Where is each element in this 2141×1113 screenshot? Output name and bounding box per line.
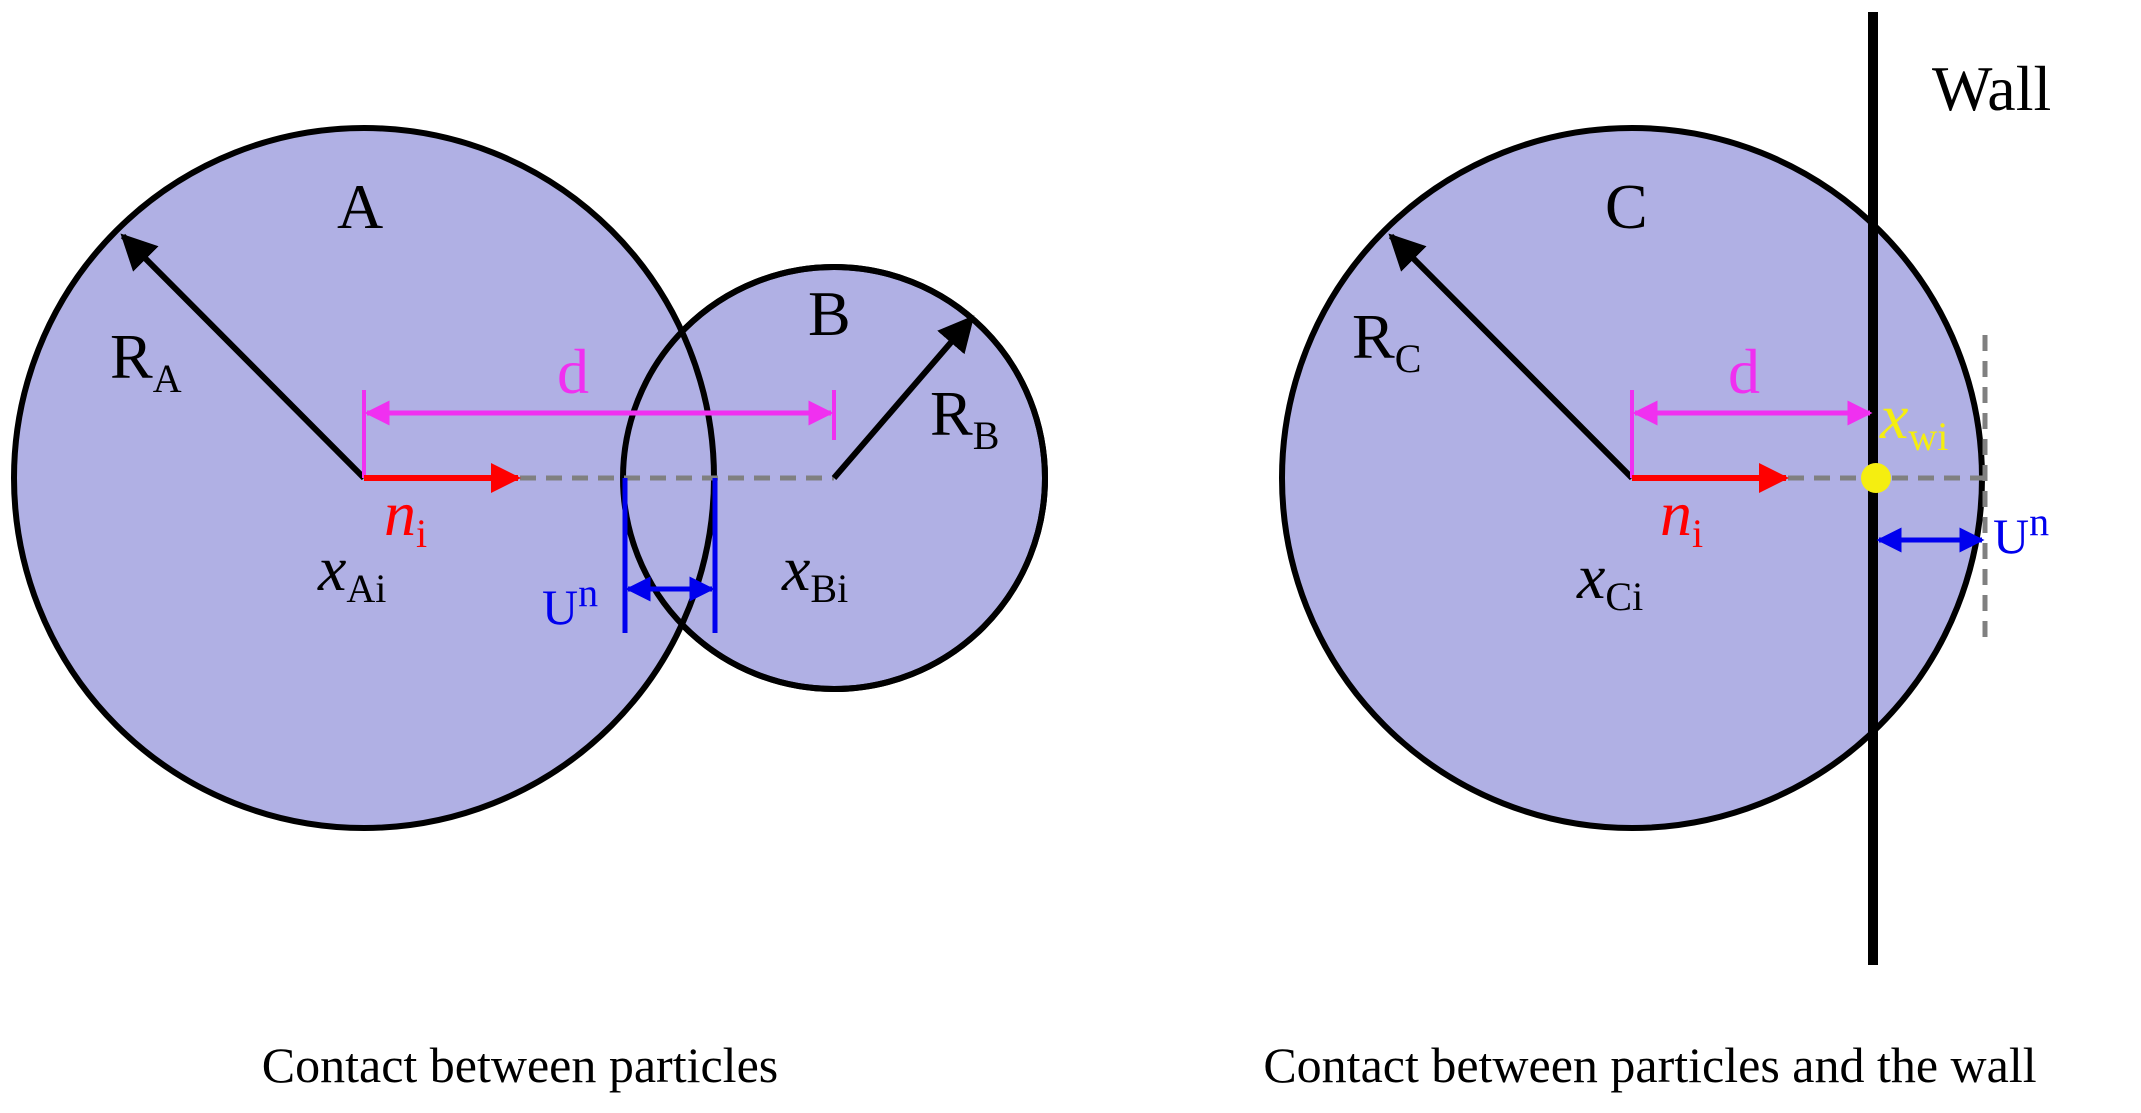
center-b-label: xBi [781, 533, 848, 611]
wall-label: Wall [1932, 53, 2051, 124]
radius-b-label: RB [930, 378, 999, 458]
contact-point-label: xwi [1879, 381, 1948, 459]
right-caption: Contact between particles and the wall [1263, 1037, 2036, 1093]
particle-a-label: A [337, 171, 383, 242]
distance-label-wall: d [1728, 336, 1760, 407]
particle-b-label: B [808, 278, 851, 349]
center-c-label: xCi [1576, 541, 1643, 619]
contact-point-dot [1861, 463, 1891, 493]
normal-label: ni [384, 478, 427, 556]
radius-a-label: RA [110, 321, 182, 401]
radius-c-label: RC [1352, 301, 1421, 381]
distance-label: d [557, 336, 589, 407]
overlap-label: Un [542, 570, 598, 635]
particle-c-label: C [1605, 171, 1648, 242]
radius-a-arrow [120, 233, 367, 481]
radius-c-arrow [1388, 233, 1635, 481]
left-caption: Contact between particles [262, 1037, 778, 1093]
wall-contact-panel: Wall d ni xwi Un C RC xCi Contact betwee… [1263, 12, 2051, 1093]
center-a-label: xAi [317, 533, 386, 611]
particle-contact-panel: d ni Un A B RA RB xAi xBi Contact betwee… [11, 125, 1048, 1093]
normal-label-wall: ni [1660, 478, 1703, 556]
overlap-label-wall: Un [1993, 499, 2049, 564]
radius-b-arrow [831, 315, 975, 480]
